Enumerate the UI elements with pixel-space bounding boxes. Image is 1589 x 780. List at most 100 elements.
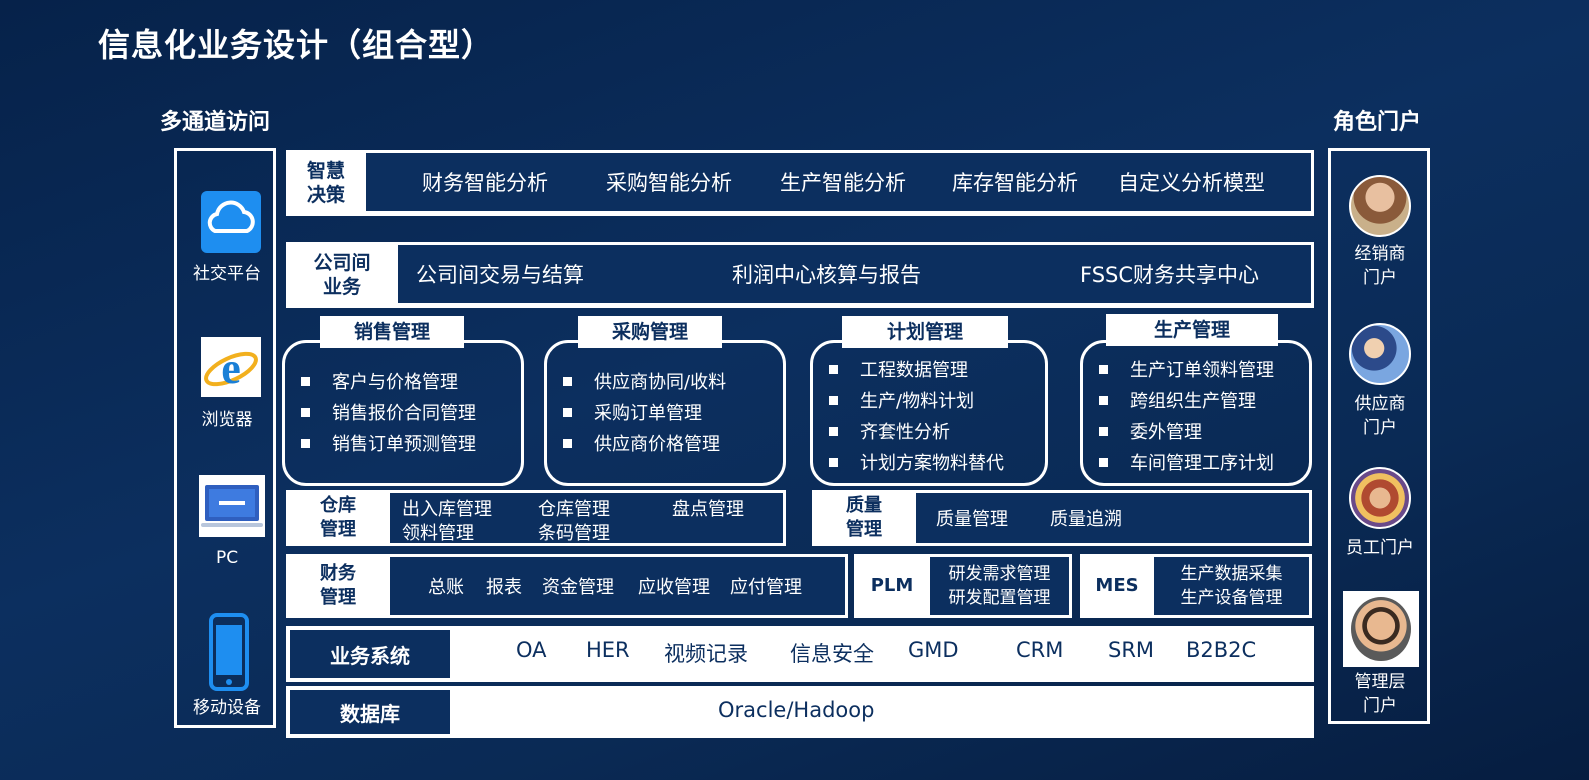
warehouse-item[interactable]: 仓库管理 [538,499,610,520]
warehouse-item[interactable]: 领料管理 [402,523,474,544]
business-system-item[interactable]: HER [586,638,630,662]
warehouse-body: 出入库管理 仓库管理 盘点管理 领料管理 条码管理 [390,493,783,544]
list-item[interactable]: 客户与价格管理 [301,367,476,398]
portal-label-management-1: 管理层 [1354,672,1406,692]
warehouse-row: 仓库 管理 出入库管理 仓库管理 盘点管理 领料管理 条码管理 [286,490,786,546]
module-planning[interactable]: 工程数据管理 生产/物料计划 齐套性分析 计划方案物料替代 [810,340,1048,486]
decision-item[interactable]: 生产智能分析 [780,171,906,195]
list-item[interactable]: 供应商协同/收料 [563,367,726,398]
business-system-item[interactable]: CRM [1016,638,1064,662]
list-item[interactable]: 采购订单管理 [563,398,726,429]
decision-body: 财务智能分析 采购智能分析 生产智能分析 库存智能分析 自定义分析模型 [366,153,1311,211]
list-item[interactable]: 生产/物料计划 [829,386,1004,417]
plm-body: 研发需求管理 研发配置管理 [930,557,1069,615]
business-system-item[interactable]: 信息安全 [790,642,874,666]
channel-panel: 社交平台 e 浏览器 PC 移动设备 [174,148,276,728]
decision-item[interactable]: 财务智能分析 [422,171,548,195]
intercompany-item[interactable]: 利润中心核算与报告 [732,263,921,287]
decision-item[interactable]: 采购智能分析 [606,171,732,195]
quality-label-line1: 质量 [846,495,882,516]
list-item[interactable]: 销售订单预测管理 [301,429,476,460]
quality-body: 质量管理 质量追溯 [916,493,1309,543]
svg-text:e: e [221,344,241,393]
business-systems-row: 业务系统 OA HER 视频记录 信息安全 GMD CRM SRM B2B2C [286,626,1314,682]
decision-item[interactable]: 库存智能分析 [952,171,1078,195]
quality-item[interactable]: 质量追溯 [1050,509,1122,530]
pc-monitor-icon[interactable] [199,475,265,537]
plm-item[interactable]: 研发需求管理 [948,564,1051,584]
module-title-purchase: 采购管理 [578,316,722,348]
quality-label-line2: 管理 [846,519,882,540]
list-item[interactable]: 车间管理工序计划 [1099,448,1274,479]
warehouse-item[interactable]: 出入库管理 [402,499,492,520]
decision-item[interactable]: 自定义分析模型 [1118,171,1265,195]
right-panel-heading: 角色门户 [1333,110,1422,135]
intercompany-body: 公司间交易与结算 利润中心核算与报告 FSSC财务共享中心 [398,245,1311,303]
list-item[interactable]: 齐套性分析 [829,417,1004,448]
finance-row: 财务 管理 总账 报表 资金管理 应收管理 应付管理 [286,554,848,618]
database-row: 数据库 Oracle/Hadoop [286,686,1314,738]
list-item[interactable]: 计划方案物料替代 [829,448,1004,479]
finance-label: 财务 管理 [286,554,390,618]
finance-body: 总账 报表 资金管理 应收管理 应付管理 [390,557,845,615]
supplier-avatar-icon[interactable] [1349,323,1411,385]
module-production-list: 生产订单领料管理 跨组织生产管理 委外管理 车间管理工序计划 [1099,355,1274,479]
list-item[interactable]: 工程数据管理 [829,355,1004,386]
mes-body: 生产数据采集 生产设备管理 [1154,557,1309,615]
business-system-item[interactable]: OA [516,638,547,662]
mes-item[interactable]: 生产设备管理 [1180,588,1283,608]
list-item[interactable]: 跨组织生产管理 [1099,386,1274,417]
portal-label-management-2: 门户 [1363,696,1397,716]
quality-label: 质量 管理 [812,490,916,546]
intercompany-label: 公司间 业务 [286,242,398,308]
decision-label: 智慧 决策 [286,150,366,216]
portal-label-employee: 员工门户 [1346,538,1414,558]
business-system-item[interactable]: SRM [1108,638,1155,662]
mobile-phone-icon[interactable] [207,613,251,691]
finance-item[interactable]: 报表 [486,577,522,598]
dealer-avatar-icon[interactable] [1349,175,1411,237]
business-system-item[interactable]: B2B2C [1186,638,1257,662]
business-system-item[interactable]: 视频记录 [664,642,748,666]
module-title-planning: 计划管理 [842,316,1008,348]
module-title-sales: 销售管理 [320,316,464,348]
module-planning-list: 工程数据管理 生产/物料计划 齐套性分析 计划方案物料替代 [829,355,1004,479]
module-sales[interactable]: 客户与价格管理 销售报价合同管理 销售订单预测管理 [282,340,524,486]
list-item[interactable]: 生产订单领料管理 [1099,355,1274,386]
finance-item[interactable]: 资金管理 [542,577,614,598]
left-panel-heading: 多通道访问 [160,110,271,135]
employee-avatar-icon[interactable] [1349,467,1411,529]
warehouse-label-line2: 管理 [320,519,356,540]
business-system-item[interactable]: GMD [908,638,959,662]
cloud-icon[interactable] [201,191,261,253]
database-value[interactable]: Oracle/Hadoop [718,698,875,722]
list-item[interactable]: 委外管理 [1099,417,1274,448]
finance-label-line2: 管理 [320,587,356,608]
module-purchase-list: 供应商协同/收料 采购订单管理 供应商价格管理 [563,367,726,460]
warehouse-label-line1: 仓库 [320,495,356,516]
finance-item[interactable]: 应收管理 [638,577,710,598]
portal-panel: 经销商 门户 供应商 门户 员工门户 管理层 门户 [1328,148,1430,724]
finance-item[interactable]: 总账 [428,577,464,598]
mes-item[interactable]: 生产数据采集 [1180,564,1283,584]
warehouse-item[interactable]: 条码管理 [538,523,610,544]
quality-row: 质量 管理 质量管理 质量追溯 [812,490,1312,546]
channel-label-pc: PC [215,548,239,568]
plm-row: PLM 研发需求管理 研发配置管理 [854,554,1072,618]
warehouse-label: 仓库 管理 [286,490,390,546]
intercompany-label-line2: 业务 [322,276,361,298]
intercompany-item[interactable]: FSSC财务共享中心 [1080,263,1260,287]
module-purchase[interactable]: 供应商协同/收料 采购订单管理 供应商价格管理 [544,340,786,486]
list-item[interactable]: 销售报价合同管理 [301,398,476,429]
warehouse-item[interactable]: 盘点管理 [672,499,744,520]
plm-item[interactable]: 研发配置管理 [948,588,1051,608]
finance-item[interactable]: 应付管理 [730,577,802,598]
intercompany-item[interactable]: 公司间交易与结算 [416,263,584,287]
module-production[interactable]: 生产订单领料管理 跨组织生产管理 委外管理 车间管理工序计划 [1080,340,1312,486]
list-item[interactable]: 供应商价格管理 [563,429,726,460]
business-systems-label: 业务系统 [290,630,450,678]
quality-item[interactable]: 质量管理 [936,509,1008,530]
intercompany-label-line1: 公司间 [313,252,371,274]
ie-browser-icon[interactable]: e [201,337,261,397]
management-avatar-icon[interactable] [1343,591,1419,667]
